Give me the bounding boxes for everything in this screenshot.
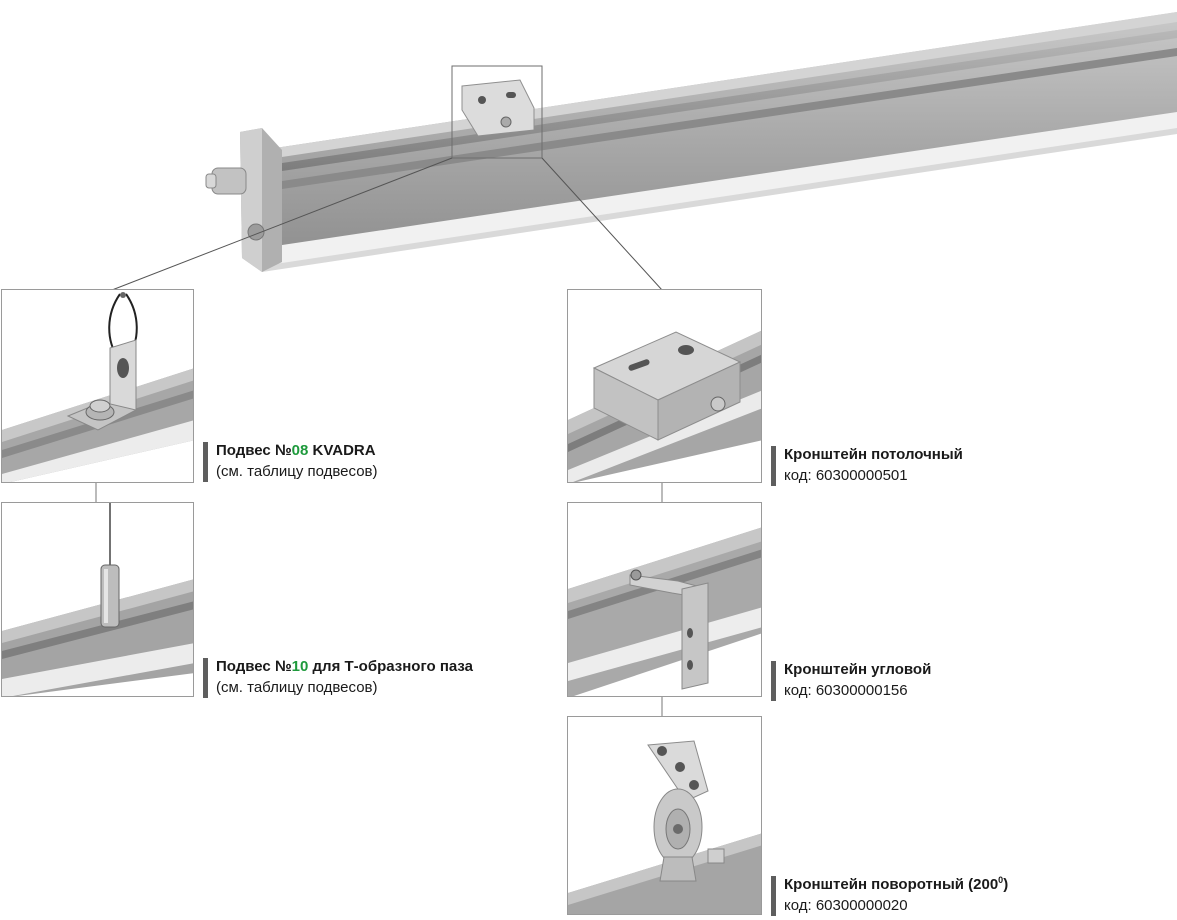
label-bar: [771, 446, 776, 486]
panel-suspension-10: [1, 502, 194, 697]
label-suspension-08: Подвес №08 KVADRA (см. таблицу подвесов): [203, 440, 378, 482]
panel-ceiling-bracket: [567, 289, 762, 483]
label-corner-bracket: Кронштейн угловой код: 60300000156: [771, 659, 931, 701]
panel-suspension-08: [1, 289, 194, 483]
ceiling-bracket-code: код: 60300000501: [784, 467, 908, 484]
label-bar: [771, 661, 776, 701]
label-bar: [203, 658, 208, 698]
rotating-bracket-code: код: 60300000020: [784, 897, 908, 914]
corner-bracket-code: код: 60300000156: [784, 682, 908, 699]
suspension-08-title: Подвес №08 KVADRA: [216, 442, 376, 459]
suspension-10-title: Подвес №10 для Т-образного паза: [216, 658, 474, 675]
label-rotating-bracket: Кронштейн поворотный (2000) код: 6030000…: [771, 874, 1008, 916]
corner-bracket-title: Кронштейн угловой: [784, 661, 932, 678]
panel-rotating-bracket: [567, 716, 762, 915]
ceiling-bracket-title: Кронштейн потолочный: [784, 446, 963, 463]
label-bar: [203, 442, 208, 482]
label-suspension-10: Подвес №10 для Т-образного паза (см. таб…: [203, 656, 473, 698]
suspension-08-subtitle: (см. таблицу подвесов): [216, 463, 378, 480]
label-ceiling-bracket: Кронштейн потолочный код: 60300000501: [771, 444, 963, 486]
suspension-10-subtitle: (см. таблицу подвесов): [216, 679, 378, 696]
panel-corner-bracket: [567, 502, 762, 697]
luminaire-illustration: [111, 12, 1177, 291]
label-bar: [771, 876, 776, 916]
rotating-bracket-title: Кронштейн поворотный (2000): [784, 875, 1009, 894]
